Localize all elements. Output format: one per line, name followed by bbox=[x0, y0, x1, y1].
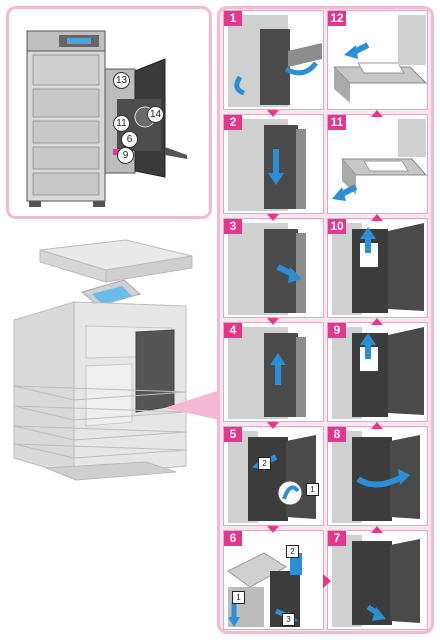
flow-arrow-down bbox=[267, 214, 279, 221]
flow-arrow-down bbox=[267, 422, 279, 429]
callout-6: 6 bbox=[121, 131, 138, 148]
step-number: 10 bbox=[328, 219, 346, 234]
pointer-arrow bbox=[164, 390, 220, 420]
step-4: 4 bbox=[223, 322, 324, 422]
flow-arrow-up bbox=[371, 526, 383, 533]
step-9: 9 bbox=[327, 322, 428, 422]
step-number: 3 bbox=[224, 219, 242, 234]
step-number: 12 bbox=[328, 11, 346, 26]
flow-arrow-up bbox=[371, 422, 383, 429]
step-11: 11 bbox=[327, 114, 428, 214]
flow-arrow-right bbox=[323, 574, 331, 588]
callout-11: 11 bbox=[113, 115, 130, 132]
flow-arrow-down bbox=[267, 110, 279, 117]
flow-arrow-down bbox=[267, 526, 279, 533]
flow-arrow-down bbox=[267, 318, 279, 325]
flow-arrow-up bbox=[371, 318, 383, 325]
step-number: 6 bbox=[224, 531, 242, 546]
step-12: 12 bbox=[327, 10, 428, 110]
step-2: 2 bbox=[223, 114, 324, 214]
step-number: 8 bbox=[328, 427, 346, 442]
step-number: 4 bbox=[224, 323, 242, 338]
step-10: 10 bbox=[327, 218, 428, 318]
steps-panel bbox=[217, 6, 434, 634]
overview-panel: 13 14 11 6 9 bbox=[6, 6, 212, 219]
step-8: 8 bbox=[327, 426, 428, 526]
callout-9: 9 bbox=[117, 147, 134, 164]
step-number: 9 bbox=[328, 323, 346, 338]
sub-step-2: 2 bbox=[286, 545, 299, 558]
sub-step-1: 1 bbox=[232, 591, 245, 604]
step-5: 5 2 1 bbox=[223, 426, 324, 526]
sub-step-3: 3 bbox=[282, 613, 295, 626]
step-number: 2 bbox=[224, 115, 242, 130]
step-7: 7 bbox=[327, 530, 428, 630]
flow-arrow-up bbox=[371, 214, 383, 221]
callout-13: 13 bbox=[113, 72, 130, 89]
step-number: 1 bbox=[224, 11, 242, 26]
sub-step-2: 2 bbox=[258, 457, 271, 470]
sub-step-1: 1 bbox=[306, 483, 319, 496]
step-3: 3 bbox=[223, 218, 324, 318]
step-1: 1 bbox=[223, 10, 324, 110]
multifunction-printer-illustration bbox=[13, 239, 193, 481]
step-number: 11 bbox=[328, 115, 346, 130]
flow-arrow-up bbox=[371, 110, 383, 117]
step-6: 6 2 1 3 bbox=[223, 530, 324, 630]
callout-14: 14 bbox=[147, 106, 164, 123]
step-number: 5 bbox=[224, 427, 242, 442]
machine-side-open-illustration bbox=[26, 30, 187, 207]
step-number: 7 bbox=[328, 531, 346, 546]
